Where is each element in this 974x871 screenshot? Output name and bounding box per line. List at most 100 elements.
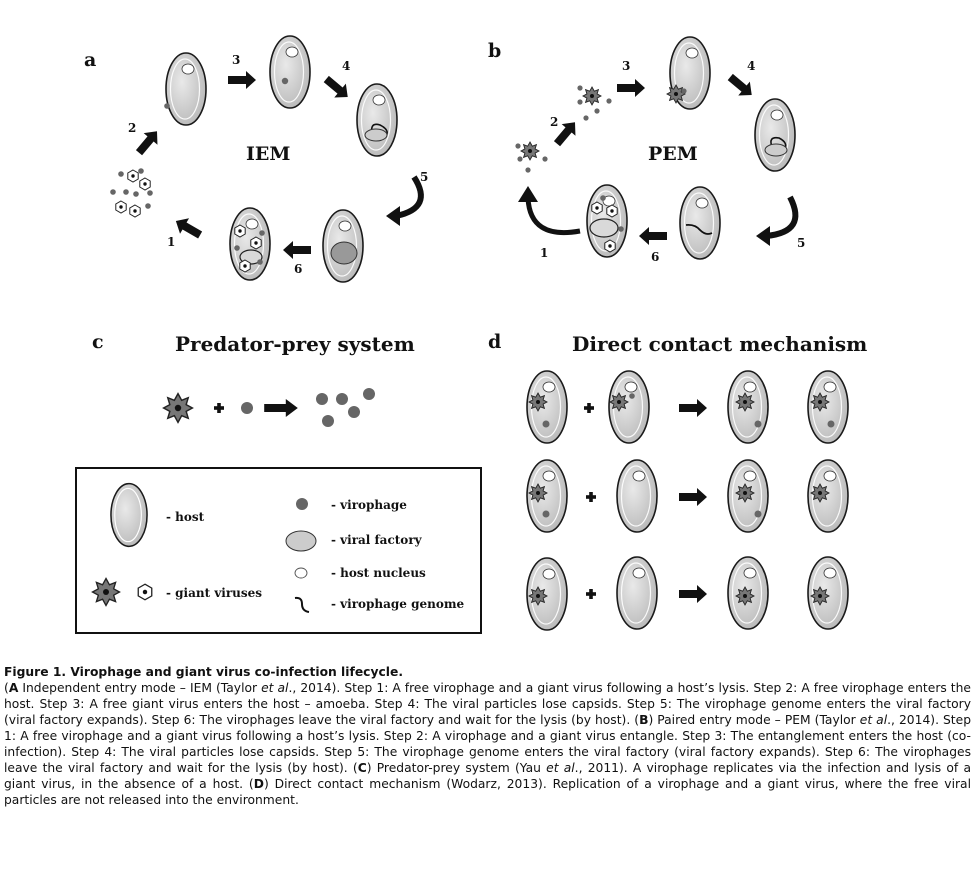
legend-box: - host - virophage - viral factory - hos… bbox=[75, 467, 482, 634]
legend-giant-viruses-label: - giant viruses bbox=[166, 586, 262, 600]
caption-et-al: et al bbox=[261, 681, 289, 695]
arrow-right bbox=[264, 399, 298, 417]
caption-letter-b: B bbox=[639, 713, 649, 727]
legend-host-nucleus-icon bbox=[294, 567, 308, 579]
legend-giant-virus-hexagon-icon bbox=[137, 583, 153, 601]
panel-a-step-4: 4 bbox=[342, 59, 350, 73]
panel-b-letter: b bbox=[488, 40, 501, 62]
arrow-step1 bbox=[171, 213, 205, 243]
caption-a-text-2: ., 2014). Step 1: A free virophage and a… bbox=[4, 681, 971, 727]
legend-host-label: - host bbox=[166, 510, 205, 524]
panel-a-step-1: 1 bbox=[167, 235, 175, 249]
panel-a-letter: a bbox=[84, 49, 96, 71]
viral-factory bbox=[589, 218, 619, 238]
arrow-step6 bbox=[639, 227, 667, 245]
panel-d: d Direct contact mechanism bbox=[488, 331, 867, 631]
virophage-progeny bbox=[316, 388, 375, 427]
caption-letter-a: A bbox=[8, 681, 19, 695]
arrow-step3 bbox=[228, 71, 256, 89]
caption-title: Figure 1. Virophage and giant virus co-i… bbox=[4, 665, 403, 679]
panel-d-row-2 bbox=[526, 459, 849, 533]
panel-a-step-5: 5 bbox=[420, 170, 428, 184]
panel-a-cell-step4 bbox=[356, 83, 398, 157]
caption-a-text-1: Independent entry mode – IEM (Taylor bbox=[18, 681, 262, 695]
arrow-step5 bbox=[756, 195, 799, 246]
panel-d-title: Direct contact mechanism bbox=[572, 332, 867, 356]
virophage-particle bbox=[241, 402, 253, 414]
virophage-genome bbox=[770, 136, 787, 151]
arrow-step3 bbox=[617, 79, 645, 97]
panel-a-mode-label: IEM bbox=[246, 143, 290, 165]
panel-a-step-6: 6 bbox=[294, 262, 302, 276]
giant-virus-hexagon bbox=[604, 239, 616, 253]
arrow-step4 bbox=[724, 70, 758, 102]
caption-c-text-2: ., 2011). A virophage replicates via the… bbox=[4, 761, 972, 791]
arrow-step2 bbox=[132, 125, 164, 159]
giant-virus-hexagon bbox=[606, 204, 618, 218]
caption-c-text-1: ) Predator-prey system (Yau bbox=[366, 761, 547, 775]
panel-b-step-1: 1 bbox=[540, 246, 548, 260]
panel-b-step-4: 4 bbox=[747, 59, 755, 73]
legend-host-icon bbox=[110, 482, 148, 548]
giant-virus-hexagon bbox=[591, 201, 603, 215]
giant-virus-hexagon bbox=[239, 259, 251, 273]
panel-c-title: Predator-prey system bbox=[175, 332, 415, 356]
viral-factory bbox=[364, 128, 388, 142]
viral-factory-expanded bbox=[330, 241, 358, 265]
virophage-particle bbox=[618, 226, 624, 232]
panel-b-free-particles bbox=[515, 85, 612, 173]
caption-body: (A Independent entry mode – IEM (Taylor … bbox=[4, 681, 972, 807]
legend-virophage-icon bbox=[296, 498, 308, 510]
panel-b-cell-step5 bbox=[679, 186, 721, 260]
giant-virus-hexagon bbox=[250, 236, 262, 250]
panel-d-row-3 bbox=[526, 556, 849, 631]
virophage-genome bbox=[685, 223, 713, 235]
panel-a: a IEM bbox=[84, 35, 428, 283]
legend-viral-factory-icon bbox=[285, 530, 317, 552]
virophage-particle bbox=[681, 88, 687, 94]
panel-d-letter: d bbox=[488, 331, 501, 353]
caption-d-text: ) Direct contact mechanism (Wodarz, 2013… bbox=[4, 777, 972, 807]
legend-virophage-label: - virophage bbox=[331, 498, 407, 512]
caption-b-text-2: ., 2014). Step 1: A free virophage and a… bbox=[4, 713, 971, 775]
virophage-particle bbox=[600, 195, 606, 201]
caption-letter-d: D bbox=[253, 777, 264, 791]
panel-b-mode-label: PEM bbox=[648, 143, 698, 165]
virophage-particle bbox=[234, 245, 240, 251]
legend-host-nucleus-label: - host nucleus bbox=[331, 566, 426, 580]
panel-c: c Predator-prey system bbox=[92, 331, 415, 427]
caption-et-al: et al bbox=[859, 713, 888, 727]
panel-b-step-5: 5 bbox=[797, 236, 805, 250]
caption-et-al: et al bbox=[546, 761, 575, 775]
arrow-step5 bbox=[386, 175, 424, 226]
panel-a-cell-step2 bbox=[165, 52, 207, 126]
panel-a-cell-step3 bbox=[269, 35, 311, 109]
viral-factory bbox=[764, 143, 788, 157]
panel-b-step-3: 3 bbox=[622, 59, 630, 73]
legend-virophage-genome-icon bbox=[294, 596, 310, 613]
virophage-particle bbox=[164, 103, 170, 109]
giant-virus-gear bbox=[162, 392, 194, 424]
legend-viral-factory-label: - viral factory bbox=[331, 533, 423, 547]
plus-sign bbox=[214, 403, 224, 413]
legend-giant-virus-gear-icon bbox=[91, 577, 121, 607]
panel-b: b PEM bbox=[488, 36, 805, 264]
arrow-step1 bbox=[518, 186, 581, 236]
panel-a-free-particles bbox=[110, 168, 153, 218]
arrow-step4 bbox=[320, 72, 354, 104]
panel-c-letter: c bbox=[92, 331, 104, 353]
legend-virophage-genome-label: - virophage genome bbox=[331, 597, 465, 611]
caption-letter-c: C bbox=[357, 761, 367, 775]
panel-b-cell-step4 bbox=[754, 98, 796, 172]
giant-virus-gear bbox=[666, 84, 686, 104]
virophage-genome bbox=[370, 123, 388, 137]
giant-virus-hexagon bbox=[234, 224, 246, 238]
panel-a-step-2: 2 bbox=[128, 121, 136, 135]
figure-graphic: a IEM bbox=[75, 35, 867, 634]
panel-b-step-2: 2 bbox=[550, 115, 558, 129]
caption-b-text-1: ) Paired entry mode – PEM (Taylor bbox=[648, 713, 860, 727]
virophage-particle bbox=[257, 259, 263, 265]
panel-a-step-3: 3 bbox=[232, 53, 240, 67]
panel-d-row-1 bbox=[526, 370, 849, 444]
